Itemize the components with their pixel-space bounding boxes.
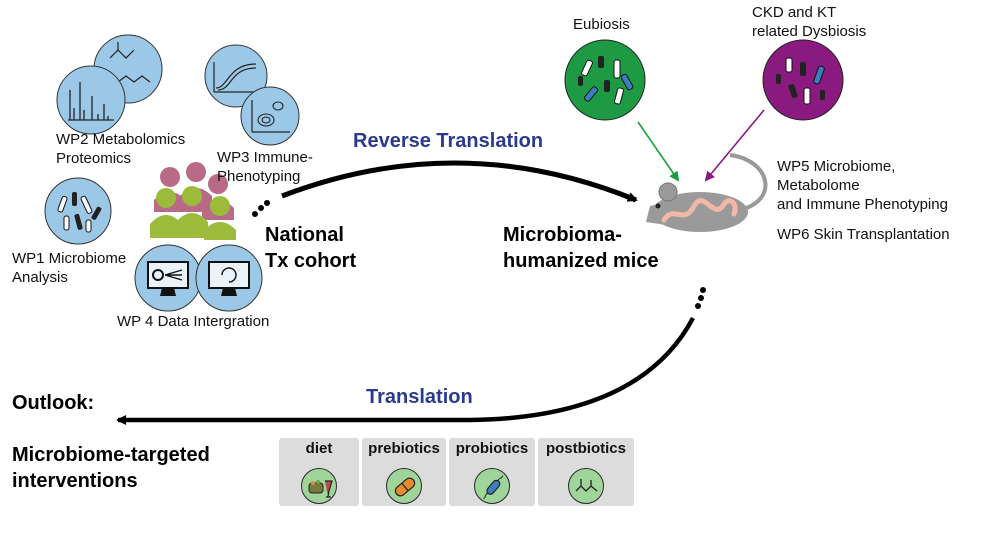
wp6-label: WP6 Skin Transplantation: [777, 226, 950, 243]
intervention-card-postbiotics: postbiotics: [538, 438, 634, 506]
eubiosis-arrow: [637, 121, 680, 182]
eubiosis-icon: [564, 39, 646, 121]
pill-icon: [386, 468, 422, 504]
intervention-card-prebiotics: prebiotics: [362, 438, 446, 506]
immunophenotyping-icon: [204, 44, 300, 146]
intervention-label: prebiotics: [368, 440, 440, 457]
continuation-dots: [252, 200, 270, 217]
diet-icon: [301, 468, 337, 504]
intervention-card-diet: diet: [279, 438, 359, 506]
mouse-icon: [646, 153, 768, 232]
bacterium-icon: [474, 468, 510, 504]
dysbiosis-arrow: [704, 109, 765, 182]
cohort-people-icon: [150, 162, 236, 240]
continuation-dots-2: [695, 287, 706, 309]
molecule-icon: [568, 468, 604, 504]
dysbiosis-icon: [762, 39, 844, 121]
mice-label: Microbioma-humanized mice: [503, 224, 659, 272]
data-integration-icon: [134, 244, 263, 312]
intervention-label: diet: [305, 440, 333, 457]
reverse-translation-arrow: [281, 160, 638, 203]
eubiosis-label: Eubiosis: [573, 16, 630, 33]
microbiome-analysis-icon: [44, 177, 112, 245]
outlook-label: Outlook:: [12, 392, 95, 414]
reverse-translation-label: Reverse Translation: [353, 130, 544, 152]
intervention-card-probiotics: probiotics: [449, 438, 535, 506]
intervention-label: probiotics: [455, 440, 529, 457]
translation-arrow: [116, 316, 695, 425]
translation-label: Translation: [366, 386, 473, 408]
wp4-label: WP 4 Data Intergration: [117, 313, 270, 330]
intervention-label: postbiotics: [545, 440, 626, 457]
wp3-label: WP3 Immune-Phenotyping: [217, 149, 313, 185]
metabolomics-icon: [56, 34, 163, 135]
